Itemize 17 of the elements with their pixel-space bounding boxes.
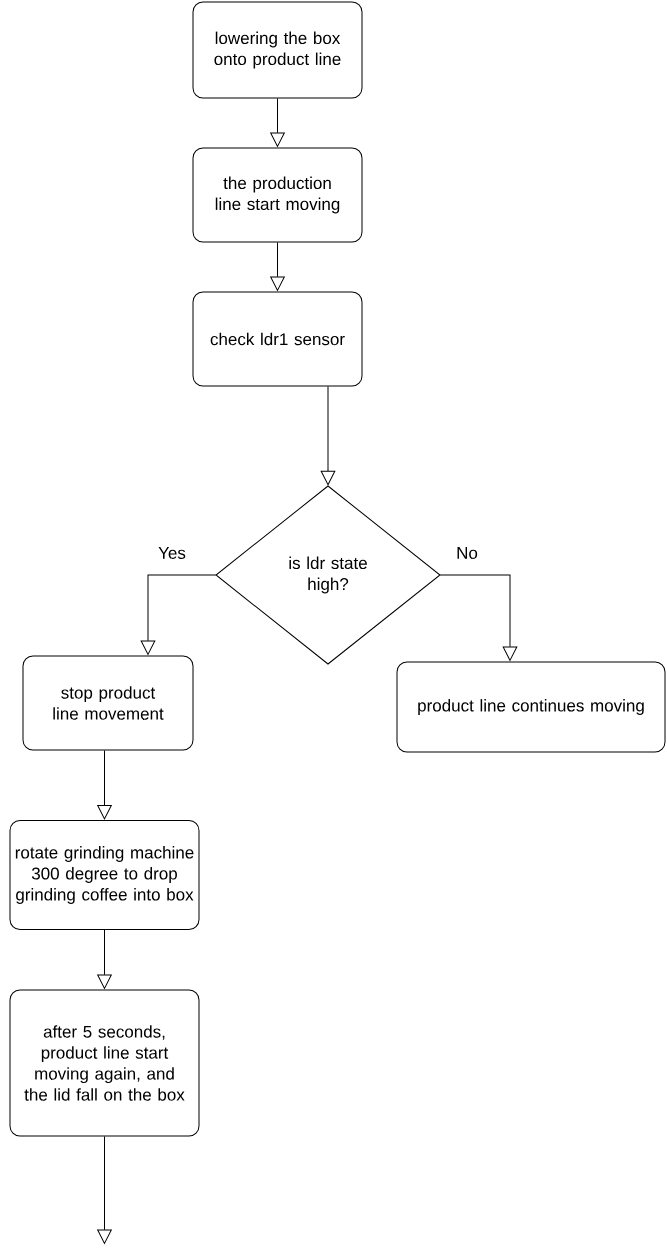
arrow	[270, 242, 285, 291]
process-box: after 5 seconds, product line start moving again, and the lid fall on the box	[9, 989, 200, 1137]
process-box: lowering the box onto product line	[192, 1, 363, 99]
edge-label: No	[455, 546, 479, 560]
process-box: check ldr1 sensor	[192, 291, 363, 387]
arrow	[97, 1136, 112, 1244]
process-box: rotate grinding machine 300 degree to drop grinding coffee into box	[9, 820, 200, 930]
arrow	[320, 386, 336, 486]
arrow	[97, 750, 112, 820]
arrow	[439, 574, 518, 661]
arrow	[140, 574, 217, 655]
arrow	[97, 929, 112, 989]
process-box: product line continues moving	[396, 661, 666, 753]
process-box: the production line start moving	[192, 147, 363, 243]
arrow	[270, 98, 285, 147]
edge-label: Yes	[157, 546, 187, 560]
process-box: stop product line movement	[22, 655, 194, 751]
